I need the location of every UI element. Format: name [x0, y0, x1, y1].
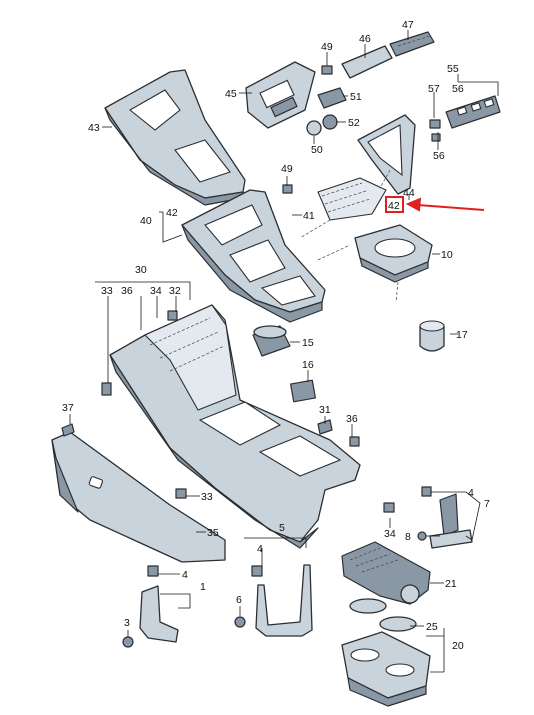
part-20-cup-holder [341, 598, 431, 707]
callout-46: 46 [359, 33, 371, 45]
part-7-bracket [417, 486, 473, 549]
callout-45: 45 [225, 88, 237, 100]
callout-52: 52 [348, 117, 360, 129]
callout-3: 3 [124, 617, 130, 629]
callout-55: 55 [447, 63, 459, 75]
part-42-trim-tray [317, 177, 387, 221]
callout-4b: 4 [257, 543, 263, 555]
part-1-bracket [122, 565, 179, 648]
part-30-console-body [109, 304, 361, 549]
callout-36a: 36 [121, 285, 133, 297]
callout-51: 51 [350, 91, 362, 103]
highlight-group [385, 196, 485, 213]
callout-47: 47 [402, 19, 414, 31]
small-clips [61, 310, 395, 513]
part-45-switch-panel [245, 61, 316, 129]
callout-37: 37 [62, 402, 74, 414]
callout-labels: 43 45 49 46 47 55 57 56 56 51 52 50 49 4… [62, 19, 490, 652]
part-55-switch-block [429, 95, 501, 142]
highlight-arrowhead [405, 197, 422, 212]
callout-5: 5 [279, 522, 285, 534]
callout-49b: 49 [281, 163, 293, 175]
callout-42b: 42 [388, 200, 400, 212]
callout-17: 17 [456, 329, 468, 341]
callout-8: 8 [405, 531, 411, 543]
callout-33a: 33 [101, 285, 113, 297]
part-43-trim-bezel [104, 69, 246, 206]
callout-25: 25 [426, 621, 438, 633]
part-35-side-panel [51, 431, 226, 563]
callout-34b: 34 [384, 528, 396, 540]
part-17-cup-insert [419, 320, 445, 352]
part-21-armrest-lid [341, 541, 431, 605]
callout-36b: 36 [346, 413, 358, 425]
callout-15: 15 [302, 337, 314, 349]
callout-40: 40 [140, 215, 152, 227]
callout-57: 57 [428, 83, 440, 95]
part-15-cover [252, 325, 291, 357]
callout-35: 35 [207, 527, 219, 539]
callout-31: 31 [319, 404, 331, 416]
callout-7: 7 [484, 498, 490, 510]
callout-30: 30 [135, 264, 147, 276]
callout-33b: 33 [201, 491, 213, 503]
callout-34a: 34 [150, 285, 162, 297]
callout-32: 32 [169, 285, 181, 297]
part-10-storage-tray [354, 224, 433, 283]
callout-50: 50 [311, 144, 323, 156]
callout-16: 16 [302, 359, 314, 371]
part-46-47-switches [341, 31, 435, 79]
callout-4c: 4 [182, 569, 188, 581]
callout-21: 21 [445, 578, 457, 590]
callout-56a: 56 [452, 83, 464, 95]
part-44-frame [357, 114, 416, 195]
callout-41: 41 [303, 210, 315, 222]
callout-6: 6 [236, 594, 242, 606]
part-5-bracket [234, 564, 313, 637]
callout-20: 20 [452, 640, 464, 652]
part-40-console-upper-trim [181, 189, 326, 323]
callout-43: 43 [88, 122, 100, 134]
callout-1: 1 [200, 581, 206, 593]
highlight-arrow [417, 204, 485, 211]
assembly-lines [299, 169, 399, 303]
callout-42a: 42 [166, 207, 178, 219]
callout-56b: 56 [433, 150, 445, 162]
callout-10: 10 [441, 249, 453, 261]
leader-lines [69, 30, 499, 673]
callout-49a: 49 [321, 41, 333, 53]
highlight-box-42 [385, 196, 404, 213]
part-16-mat [290, 379, 316, 403]
callout-44: 44 [403, 187, 415, 199]
callout-4a: 4 [468, 487, 474, 499]
